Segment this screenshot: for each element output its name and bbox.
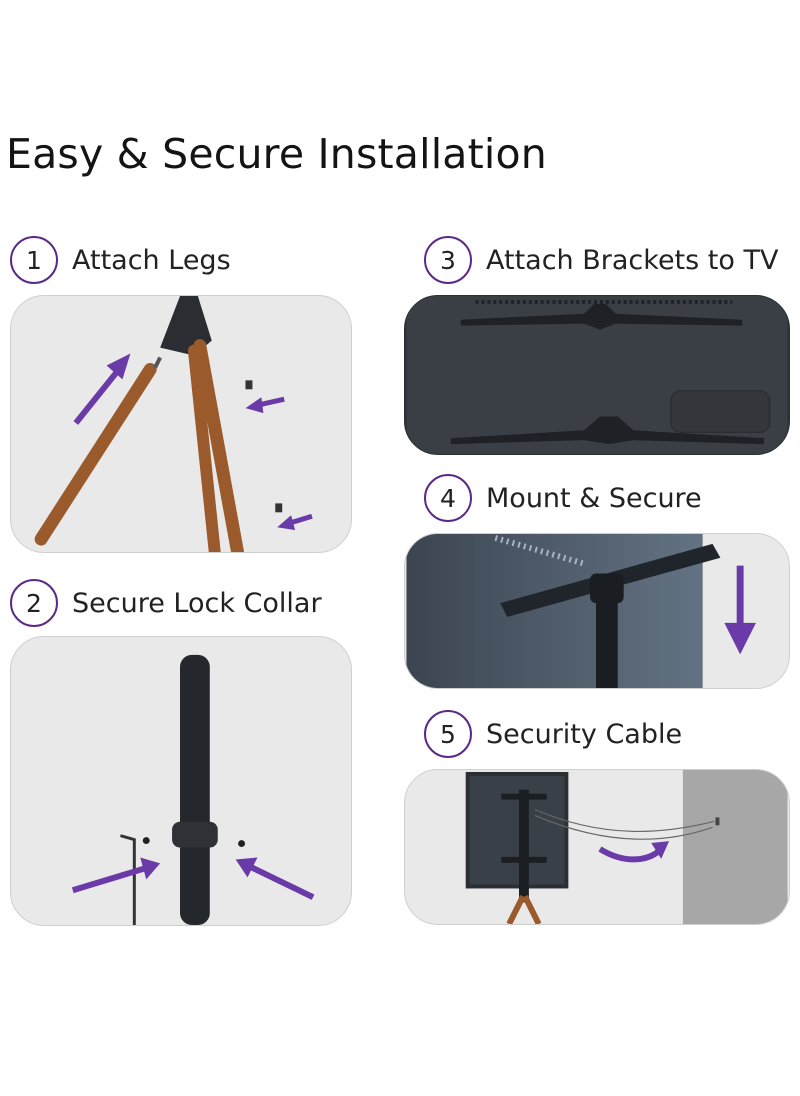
arrow-icon (277, 515, 296, 531)
screw-icon (142, 837, 150, 845)
arrow-icon (71, 864, 150, 894)
screw-icon (238, 840, 246, 848)
attach-legs-illustration (34, 296, 313, 552)
wood-leg (193, 339, 245, 552)
step-5-header: 5 Security Cable (424, 710, 682, 758)
step-5-illustration (404, 769, 790, 925)
arrow-icon (106, 353, 131, 380)
step-4-number: 4 (424, 474, 472, 522)
tv-bracket (501, 856, 547, 863)
step-3-number: 3 (424, 236, 472, 284)
pole (519, 789, 529, 903)
page-title: Easy & Secure Installation (6, 130, 547, 178)
step-3-illustration (404, 295, 790, 455)
tv-recess (670, 390, 771, 433)
pole-head (590, 573, 624, 604)
tv-bracket (450, 416, 764, 445)
leg-screw (153, 356, 162, 369)
screw-icon (275, 503, 283, 513)
step-4-illustration (404, 533, 790, 689)
arrow-icon (288, 513, 313, 526)
step-5-label: Security Cable (486, 718, 683, 750)
arrow-icon (140, 857, 161, 880)
allen-key-icon (120, 834, 136, 925)
pole (180, 654, 210, 925)
step-5-number: 5 (424, 710, 472, 758)
step-1-illustration (10, 295, 352, 553)
vent (494, 535, 585, 567)
step-2-number: 2 (10, 579, 58, 627)
tv-shading (406, 534, 703, 688)
security-cable-illustration (465, 770, 788, 924)
mount-and-secure-illustration (406, 534, 756, 688)
wood-leg (187, 344, 221, 552)
tv-bracket (501, 793, 547, 800)
step-2-illustration (10, 636, 352, 926)
step-2-label: Secure Lock Collar (72, 587, 322, 619)
security-cable (534, 808, 715, 832)
screw-icon (245, 380, 253, 390)
curved-arrow-icon (651, 841, 670, 859)
down-arrow-icon (724, 622, 756, 655)
arrow-icon (73, 365, 123, 425)
step-1-label: Attach Legs (72, 244, 231, 276)
arrow-icon (248, 863, 315, 900)
curved-arrow-icon (598, 846, 664, 863)
arrow-icon (245, 397, 264, 414)
arrow-icon (235, 857, 258, 878)
step-4-header: 4 Mount & Secure (424, 474, 702, 522)
step-3-header: 3 Attach Brackets to TV (424, 236, 778, 284)
wall (682, 770, 788, 924)
pole (596, 599, 618, 688)
security-cable (534, 814, 713, 840)
lock-collar (172, 821, 218, 848)
tv-bracket (460, 303, 743, 330)
step-3-label: Attach Brackets to TV (486, 244, 779, 276)
step-1-number: 1 (10, 236, 58, 284)
step-1-header: 1 Attach Legs (10, 236, 231, 284)
step-4-label: Mount & Secure (486, 482, 702, 514)
brackets-on-tv-illustration (406, 296, 788, 454)
wood-leg (506, 895, 542, 924)
wood-leg-loose (34, 362, 157, 546)
tv-panel (469, 775, 565, 885)
lock-collar-illustration (71, 654, 315, 925)
wall-anchor-icon (715, 817, 720, 826)
step-2-header: 2 Secure Lock Collar (10, 579, 322, 627)
